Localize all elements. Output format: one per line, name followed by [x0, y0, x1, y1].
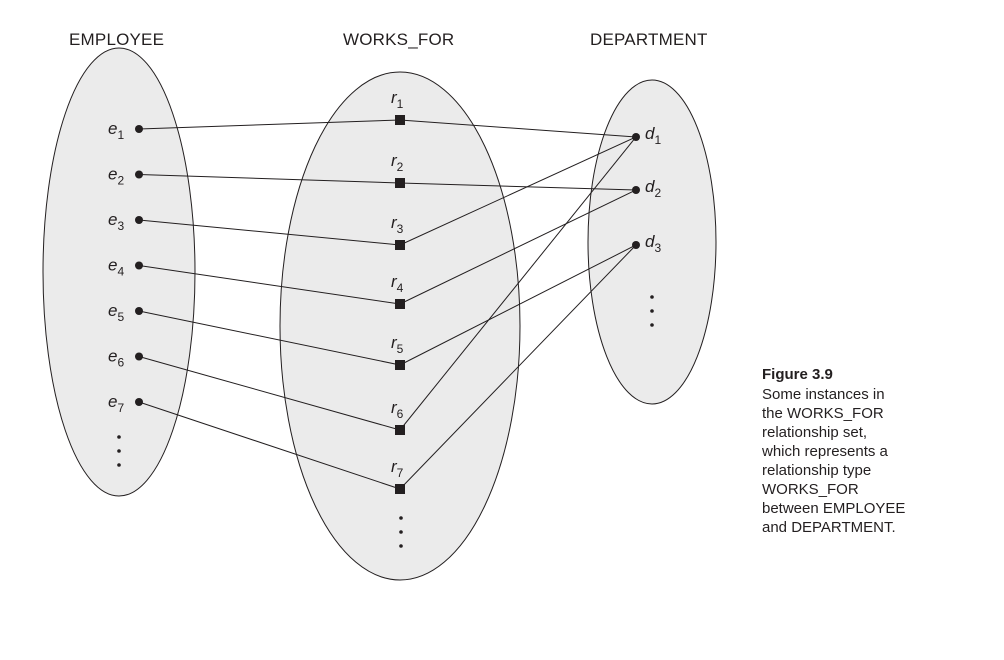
employee-label-e4: e4 — [108, 256, 124, 279]
employee-label-e5: e5 — [108, 301, 124, 324]
caption-body: Some instances in the WORKS_FOR relation… — [762, 386, 906, 536]
employee-node-e1 — [135, 125, 143, 133]
link-e1-r1 — [138, 119, 401, 130]
employee-more-dot-2 — [117, 449, 121, 453]
department-node-d2 — [632, 186, 640, 194]
department-more-dot-2 — [650, 309, 654, 313]
department-set-title: DEPARTMENT — [590, 30, 708, 49]
works-for-label-r5: r5 — [391, 333, 404, 356]
employee-node-e5 — [135, 307, 143, 315]
department-label-d1: d1 — [645, 124, 661, 147]
department-label-d2: d2 — [645, 177, 661, 200]
works-for-node-r1 — [395, 115, 405, 125]
works-for-more-dot-2 — [399, 530, 403, 534]
link-r2-d2 — [399, 182, 637, 191]
link-e4-r4 — [138, 265, 401, 305]
employee-more-dot-3 — [117, 463, 121, 467]
department-more-dot-1 — [650, 295, 654, 299]
employee-node-e2 — [135, 170, 143, 179]
employee-node-e7 — [135, 398, 143, 406]
employee-node-e3 — [135, 216, 143, 224]
department-node-d1 — [632, 133, 640, 141]
works-for-label-r4: r4 — [391, 272, 404, 295]
department-label-d3: d3 — [645, 232, 661, 255]
employee-label-e3: e3 — [108, 210, 124, 233]
link-r1-d1 — [399, 119, 637, 138]
works-for-node-r4 — [395, 299, 405, 309]
continuation-dots — [117, 295, 654, 548]
employee-more-dot-1 — [117, 435, 121, 439]
employee-label-e2: e2 — [108, 165, 124, 188]
employee-node-e6 — [135, 352, 143, 361]
employee-label-e7: e7 — [108, 392, 124, 415]
works-for-more-dot-1 — [399, 516, 403, 520]
employee-label-e1: e1 — [108, 119, 124, 142]
works-for-label-r1: r1 — [391, 88, 404, 111]
employee-label-e6: e6 — [108, 347, 124, 370]
department-more-dot-3 — [650, 323, 654, 327]
employee-set-title: EMPLOYEE — [69, 30, 165, 49]
figure-caption: Figure 3.9 Some instances in the WORKS_F… — [762, 365, 992, 537]
works-for-more-dot-3 — [399, 544, 403, 548]
works-for-set-ellipse — [279, 71, 521, 581]
link-r5-d3 — [399, 244, 637, 366]
works-for-set-title: WORKS_FOR — [343, 30, 455, 49]
works-for-node-r3 — [395, 240, 405, 250]
link-r7-d3 — [399, 244, 637, 490]
works-for-label-r7: r7 — [391, 457, 404, 480]
link-e3-r3 — [138, 219, 401, 246]
employee-set-ellipse — [42, 47, 196, 497]
link-e6-r6 — [138, 356, 401, 431]
works-for-node-r7 — [395, 484, 405, 494]
link-r6-d1 — [399, 136, 637, 431]
works-for-label-r6: r6 — [391, 398, 404, 421]
relationship-links — [138, 119, 637, 490]
instance-labels: e1 e2 e3 e4 e5 e6 e7 r1 r2 r3 r4 r5 r6 r7 d1 d2 d3 — [108, 88, 661, 480]
department-set-ellipse — [587, 79, 717, 405]
works-for-label-r2: r2 — [391, 151, 404, 174]
link-r3-d1 — [399, 136, 637, 246]
set-ellipses — [42, 47, 717, 581]
works-for-node-r2 — [395, 178, 405, 188]
works-for-label-r3: r3 — [391, 213, 404, 236]
works-for-node-r6 — [395, 425, 405, 435]
instance-nodes — [135, 115, 640, 494]
caption-title: Figure 3.9 — [762, 366, 833, 383]
employee-node-e4 — [135, 261, 143, 270]
works-for-node-r5 — [395, 360, 405, 370]
link-e7-r7 — [138, 401, 401, 490]
link-e5-r5 — [138, 310, 401, 366]
link-r4-d2 — [399, 189, 637, 305]
link-e2-r2 — [138, 174, 401, 184]
department-node-d3 — [632, 241, 640, 249]
